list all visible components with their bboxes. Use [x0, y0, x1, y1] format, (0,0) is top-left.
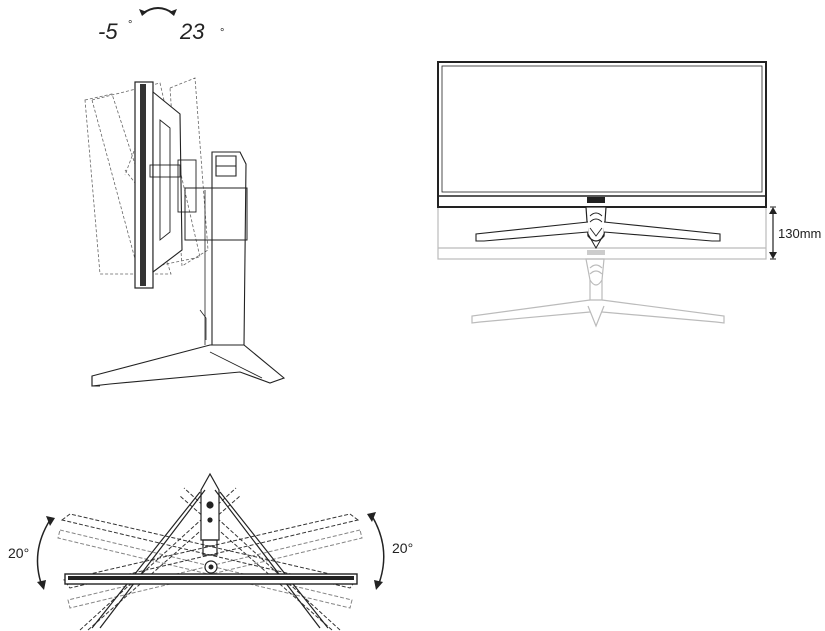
swivel-right-arrow-icon [367, 512, 385, 590]
monitor-logo [587, 197, 605, 203]
stand-base [91, 344, 286, 387]
height-dimension [769, 206, 777, 260]
swivel-stand [91, 472, 329, 629]
tilt-max-value: 23 [179, 19, 205, 44]
tilt-section: -5 ° 23 ° [84, 7, 286, 387]
height-label: 130mm [778, 226, 821, 241]
tilt-max-degree: ° [220, 27, 224, 39]
swivel-section: 20° 20° [8, 472, 413, 631]
swivel-left-label: 20° [8, 545, 29, 561]
height-section: 130mm [437, 61, 821, 328]
swivel-right-label: 20° [392, 540, 413, 556]
swivel-monitor-top [64, 560, 358, 585]
monitor-side-profile [134, 81, 197, 289]
stand-neck [184, 151, 248, 346]
tilt-arrow-icon [139, 7, 177, 16]
swivel-left-arrow-icon [36, 516, 55, 590]
monitor-front [437, 61, 767, 250]
tilt-min-value: -5 [98, 19, 118, 44]
tilt-min-degree: ° [128, 19, 132, 31]
